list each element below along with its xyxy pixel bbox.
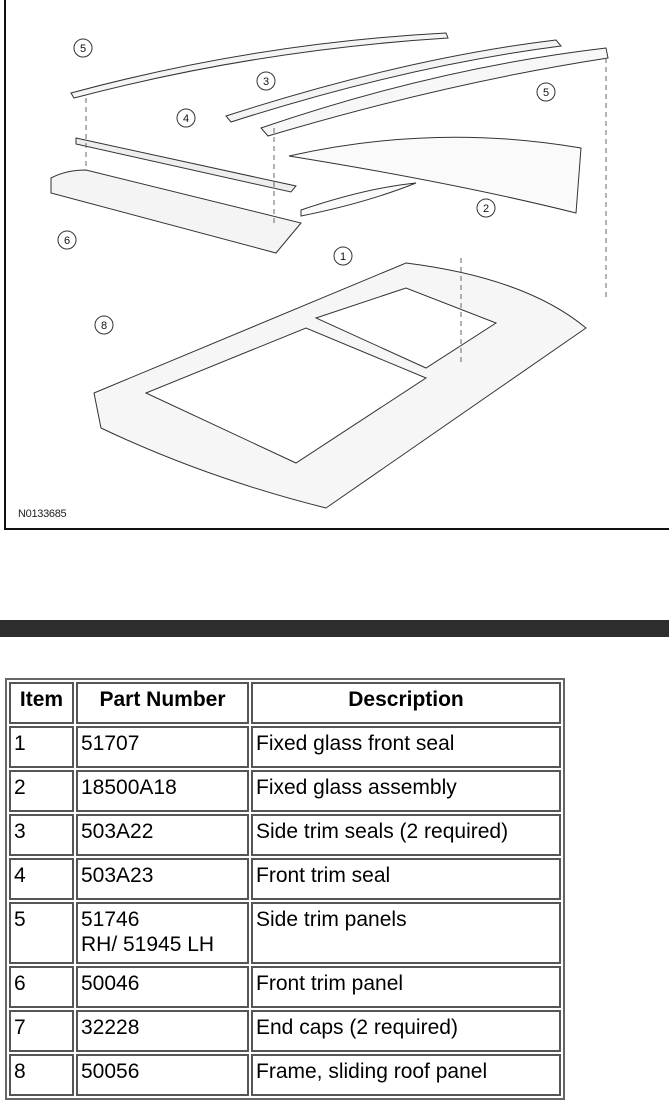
cell-description: Front trim seal [251, 858, 561, 900]
item-number: 2 [14, 776, 26, 799]
cell-item: 1 [9, 726, 74, 768]
description: Side trim panels [256, 908, 407, 931]
cell-item: 8 [9, 1054, 74, 1096]
callout-4: 4 [183, 113, 189, 125]
cell-part-number: 51707 [76, 726, 249, 768]
header-part-number: Part Number [76, 682, 249, 724]
cell-description: End caps (2 required) [251, 1010, 561, 1052]
roof-parts-illustration: 5 3 4 5 2 1 6 8 [50, 32, 609, 509]
cell-item: 7 [9, 1010, 74, 1052]
part-number: 503A22 [81, 820, 154, 843]
description: Fixed glass front seal [256, 732, 455, 755]
item-number: 5 [14, 908, 26, 931]
description: Front trim seal [256, 864, 391, 887]
description: Frame, sliding roof panel [256, 1060, 488, 1083]
cell-part-number: 503A22 [76, 814, 249, 856]
part-number: 50046 [81, 972, 140, 995]
cell-item: 6 [9, 966, 74, 1008]
callout-1: 1 [340, 251, 346, 263]
header-description: Description [251, 682, 561, 724]
item-number: 4 [14, 864, 26, 887]
description: Side trim seals (2 required) [256, 820, 509, 843]
section-divider-bar [0, 620, 669, 637]
table-row: 6 50046 Front trim panel [9, 966, 561, 1008]
item-number: 6 [14, 972, 26, 995]
callout-3: 3 [263, 76, 269, 88]
table-row: 3 503A22 Side trim seals (2 required) [9, 814, 561, 856]
item-number: 3 [14, 820, 26, 843]
description: Front trim panel [256, 972, 404, 995]
table-row: 1 51707 Fixed glass front seal [9, 726, 561, 768]
table-row: 8 50056 Frame, sliding roof panel [9, 1054, 561, 1096]
cell-part-number: 50046 [76, 966, 249, 1008]
callout-5b: 5 [543, 87, 549, 99]
part-number: 32228 [81, 1016, 140, 1039]
cell-item: 4 [9, 858, 74, 900]
callout-8: 8 [101, 320, 107, 332]
cell-part-number: 18500A18 [76, 770, 249, 812]
cell-part-number: 32228 [76, 1010, 249, 1052]
part-number: 18500A18 [81, 776, 177, 799]
part-number: 51746 [81, 908, 140, 931]
cell-item: 5 [9, 902, 74, 964]
part-number-2: RH/ 51945 LH [81, 933, 215, 956]
table-row: 7 32228 End caps (2 required) [9, 1010, 561, 1052]
cell-item: 2 [9, 770, 74, 812]
part-number: 51707 [81, 732, 140, 755]
description: Fixed glass assembly [256, 776, 457, 799]
figure-id: N0133685 [18, 508, 67, 520]
table-header-row: Item Part Number Description [9, 682, 561, 724]
cell-item: 3 [9, 814, 74, 856]
description: End caps (2 required) [256, 1016, 458, 1039]
cell-description: Frame, sliding roof panel [251, 1054, 561, 1096]
item-number: 1 [14, 732, 26, 755]
header-item: Item [9, 682, 74, 724]
cell-description: Front trim panel [251, 966, 561, 1008]
cell-description: Side trim panels [251, 902, 561, 964]
part-number: 50056 [81, 1060, 140, 1083]
item-number: 7 [14, 1016, 26, 1039]
table-row: 2 18500A18 Fixed glass assembly [9, 770, 561, 812]
cell-description: Fixed glass front seal [251, 726, 561, 768]
callout-6: 6 [64, 235, 70, 247]
table-row: 4 503A23 Front trim seal [9, 858, 561, 900]
item-number: 8 [14, 1060, 26, 1083]
cell-part-number: 503A23 [76, 858, 249, 900]
cell-part-number: 50056 [76, 1054, 249, 1096]
callout-5: 5 [80, 43, 86, 55]
exploded-diagram: 5 3 4 5 2 1 6 8 N0133685 [4, 0, 669, 530]
part-number: 503A23 [81, 864, 154, 887]
callout-2: 2 [483, 203, 489, 215]
cell-description: Fixed glass assembly [251, 770, 561, 812]
cell-description: Side trim seals (2 required) [251, 814, 561, 856]
